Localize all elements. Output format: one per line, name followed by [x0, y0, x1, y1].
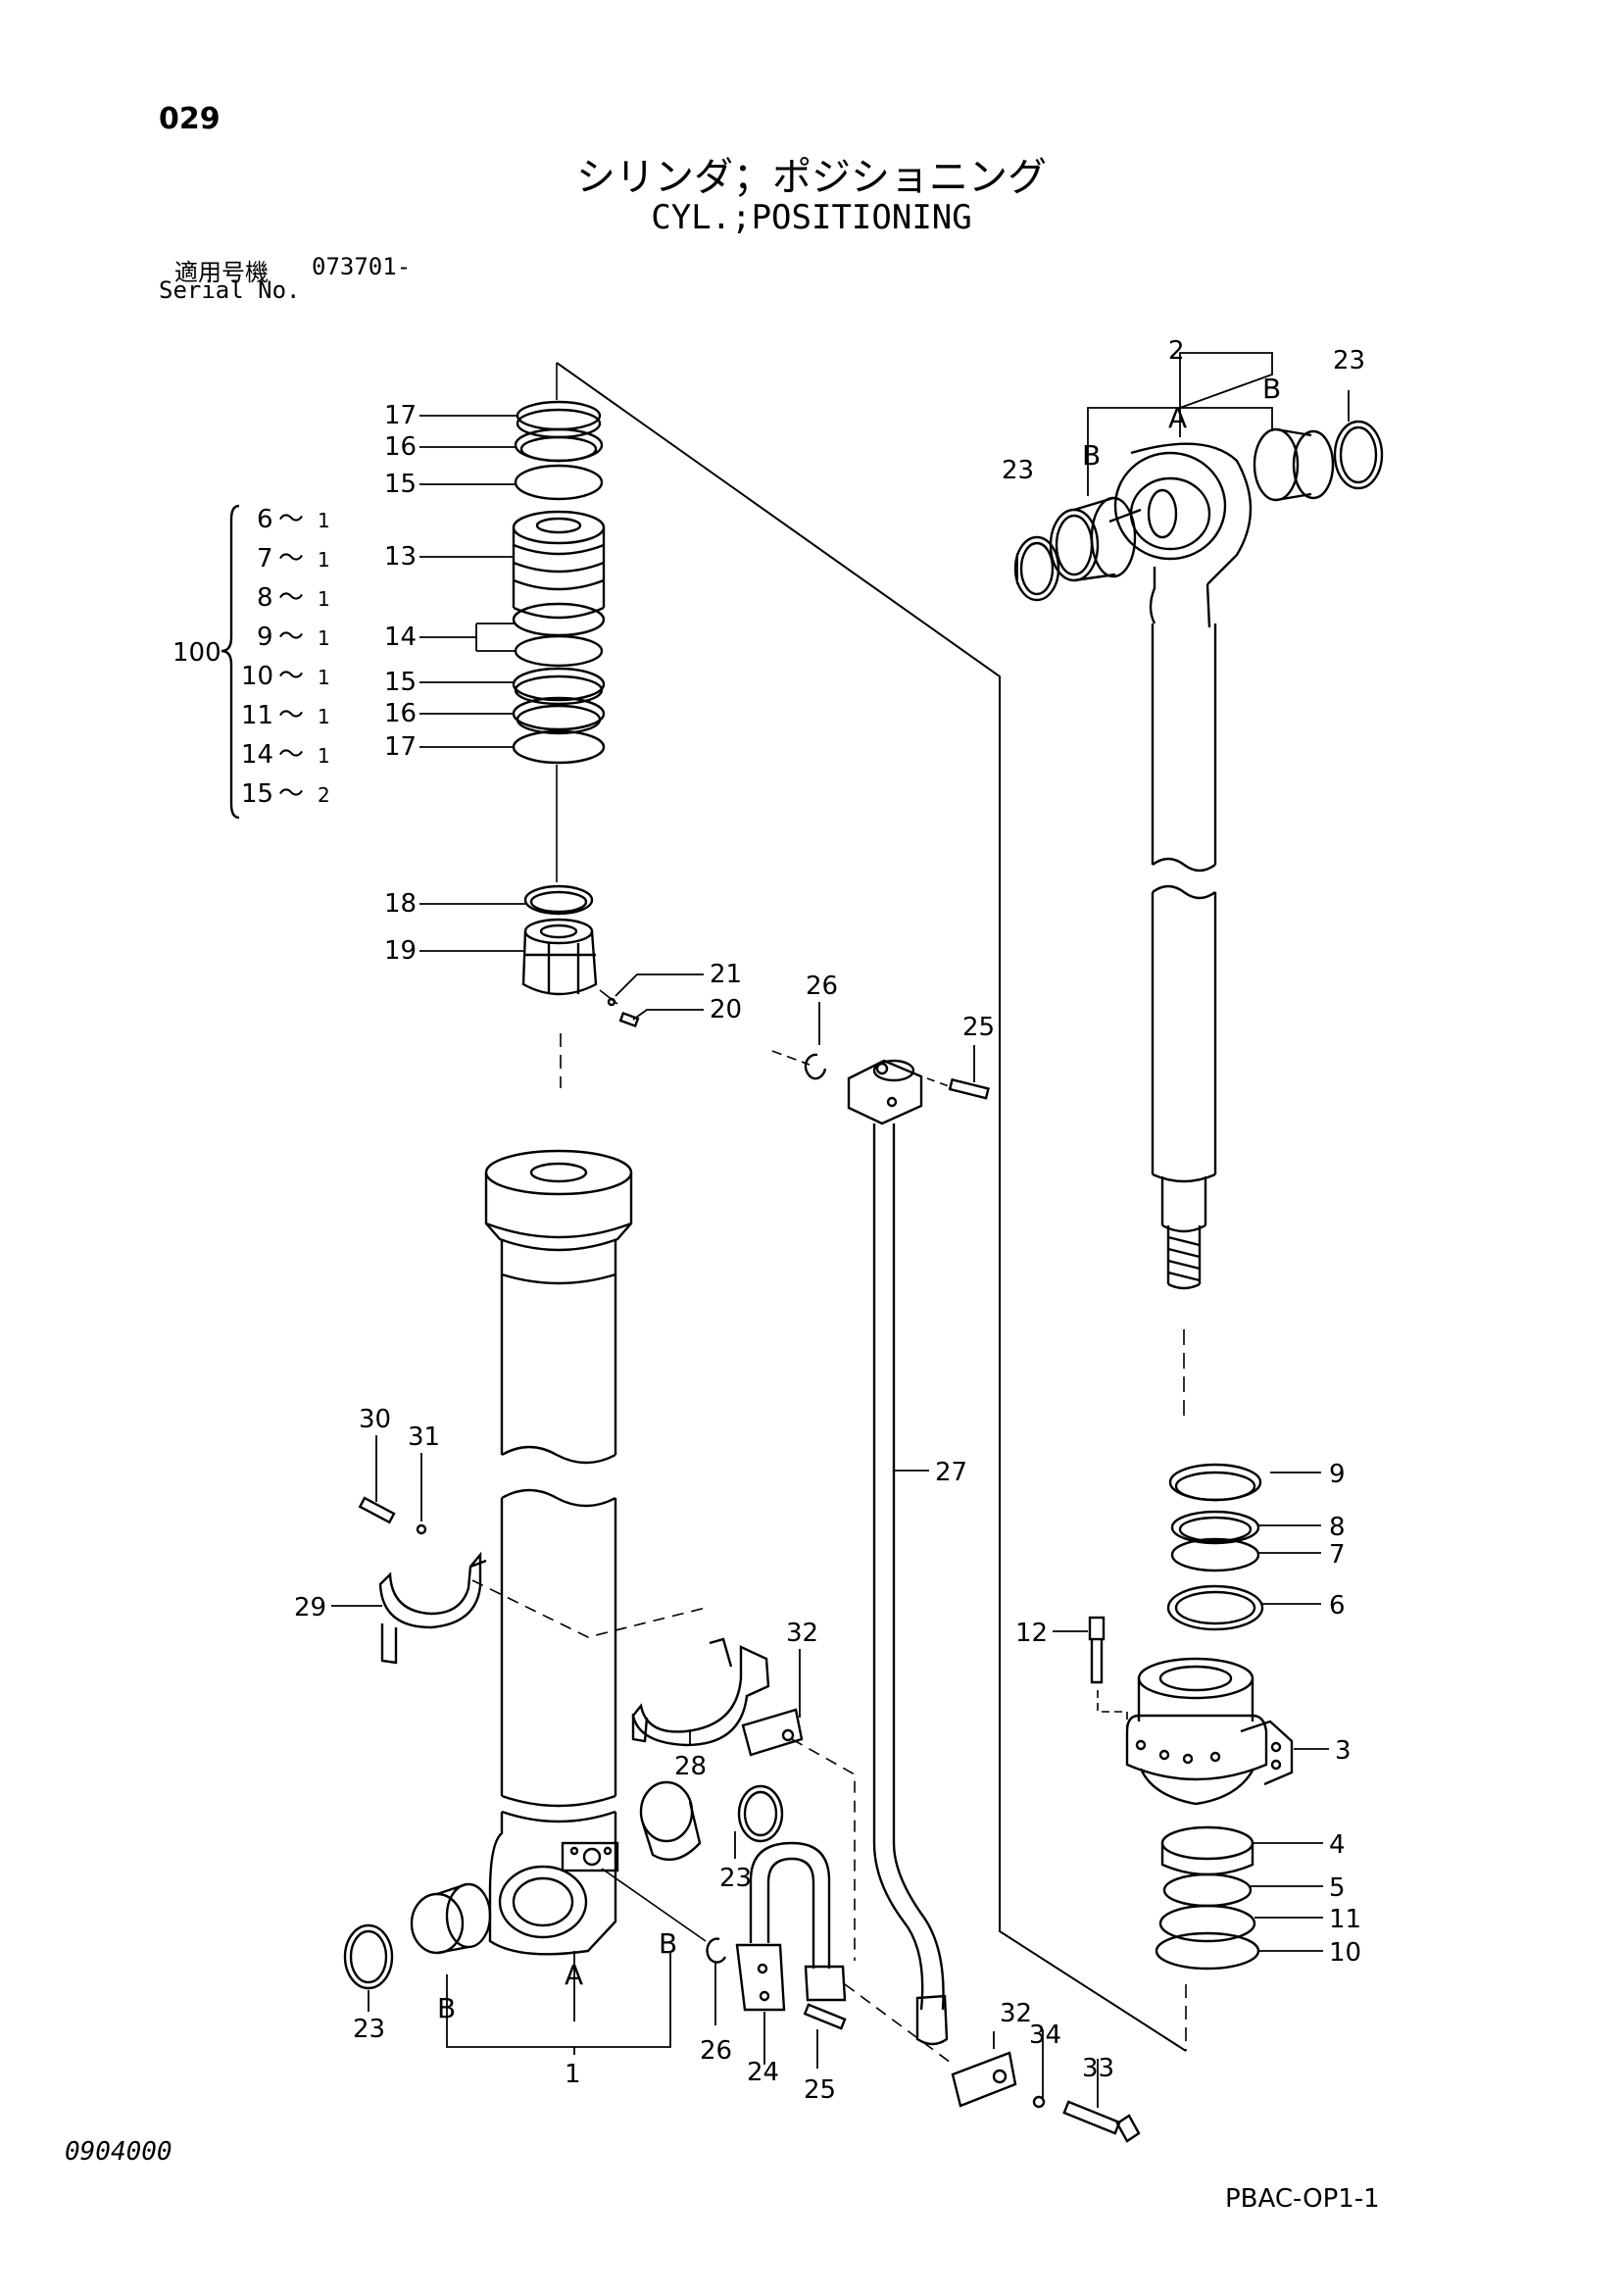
serial-value: 073701-	[312, 253, 412, 280]
cylinder-head-assembly	[1088, 1463, 1294, 2051]
kit-item-sep: ～	[278, 779, 304, 809]
callout-label: 26	[700, 2036, 732, 2066]
callout-label: 12	[1015, 1619, 1048, 1648]
kit-item-part: 11	[241, 701, 273, 730]
kit-item-sep: ～	[278, 701, 304, 730]
callout-label: 3	[1335, 1736, 1352, 1766]
callout-leaders	[331, 352, 1350, 2108]
callout-label-b: B	[659, 1927, 677, 1960]
callout-label: 10	[1329, 1938, 1361, 1968]
piston-rod	[1013, 420, 1384, 1423]
callout-label: 1	[565, 2060, 581, 2089]
kit-item-part: 8	[257, 583, 273, 613]
kit-item-sep: ～	[278, 662, 304, 691]
callout-label: 19	[384, 936, 417, 966]
callout-label: 9	[1329, 1460, 1346, 1489]
kit-item-qty: 1	[318, 548, 330, 572]
callout-label-b: B	[1082, 439, 1101, 472]
callout-label: 25	[804, 2075, 836, 2105]
callout-label: 11	[1329, 1905, 1361, 1934]
callout-label: 32	[1000, 1999, 1032, 2028]
callout-label: 28	[674, 1752, 707, 1781]
callout-label: 23	[719, 1864, 752, 1893]
callout-label: 23	[1333, 346, 1365, 375]
callout-label-b: B	[1262, 373, 1281, 405]
document-code: 0904000	[65, 2137, 172, 2167]
callout-label: 20	[710, 995, 742, 1024]
kit-item-part: 15	[241, 779, 273, 809]
callout-label: 27	[935, 1458, 967, 1487]
kit-number: 100	[172, 638, 221, 668]
callout-label: 26	[806, 972, 838, 1001]
callout-label: 17	[384, 732, 417, 762]
serial-label-english: Serial No.	[159, 276, 301, 304]
serial-label-japanese: 適用号機	[174, 259, 269, 286]
kit-list: 100 6 ～ 1 7 ～ 1 8 ～ 1 9 ～ 1 10 ～ 1 11 ～ …	[172, 504, 330, 820]
callout-label: 23	[1002, 456, 1034, 485]
callout-label-a: A	[1168, 402, 1187, 434]
callout-label: 8	[1329, 1513, 1346, 1542]
callout-label: 6	[1329, 1591, 1346, 1621]
kit-item-qty: 1	[318, 509, 330, 532]
kit-item-qty: 1	[318, 666, 330, 689]
pipe-assembly	[601, 1050, 1141, 2143]
callout-label-b: B	[437, 1992, 456, 2024]
kit-item-sep: ～	[278, 505, 304, 534]
callout-label: 25	[962, 1013, 995, 1042]
kit-item-part: 6	[257, 505, 273, 534]
callout-labels: 17 16 15 13 14 15 16 17 18 19 21 20 26 2…	[294, 336, 1365, 2105]
callout-label: 21	[710, 960, 742, 989]
callout-label: 15	[384, 668, 417, 697]
callout-label: 4	[1329, 1830, 1346, 1860]
kit-item-part: 9	[257, 623, 273, 652]
callout-label: 17	[384, 401, 417, 430]
kit-item-part: 10	[241, 662, 273, 691]
kit-item-part: 7	[257, 544, 273, 574]
callout-label: 30	[359, 1405, 391, 1434]
kit-item-sep: ～	[278, 544, 304, 574]
callout-label: 5	[1329, 1873, 1346, 1903]
callout-label: 33	[1082, 2054, 1114, 2083]
callout-label: 7	[1329, 1540, 1346, 1570]
callout-label: 16	[384, 699, 417, 728]
kit-item-qty: 1	[318, 587, 330, 611]
callout-label: 14	[384, 623, 417, 652]
callout-label: 15	[384, 470, 417, 499]
page-number: 029	[159, 102, 221, 136]
callout-label: 16	[384, 432, 417, 462]
callout-label: 23	[353, 2015, 385, 2044]
callout-label: 32	[786, 1619, 818, 1648]
callout-label: 13	[384, 542, 417, 572]
title-japanese: シリンダ；ポジショニング	[576, 155, 1047, 200]
kit-item-sep: ～	[278, 740, 304, 770]
kit-item-qty: 2	[318, 783, 330, 807]
kit-item-part: 14	[241, 740, 273, 770]
callout-label: 29	[294, 1593, 326, 1622]
callout-label: 34	[1029, 2021, 1061, 2050]
callout-label: 18	[384, 889, 417, 919]
callout-label: 31	[408, 1423, 440, 1452]
callout-label-a: A	[565, 1959, 583, 1991]
clamp-assembly	[358, 1496, 856, 1961]
callout-label: 24	[747, 2058, 779, 2087]
piston-seal-stack	[512, 363, 640, 1088]
drawing-code: PBAC-OP1-1	[1225, 2184, 1380, 2214]
kit-item-qty: 1	[318, 626, 330, 650]
kit-item-sep: ～	[278, 583, 304, 613]
cylinder-tube	[343, 1149, 784, 1990]
assembly-guide-line	[556, 362, 1187, 2052]
kit-item-qty: 1	[318, 744, 330, 768]
kit-item-sep: ～	[278, 623, 304, 652]
title-english: CYL.;POSITIONING	[651, 198, 972, 237]
kit-item-qty: 1	[318, 705, 330, 728]
callout-label: 2	[1168, 336, 1185, 366]
